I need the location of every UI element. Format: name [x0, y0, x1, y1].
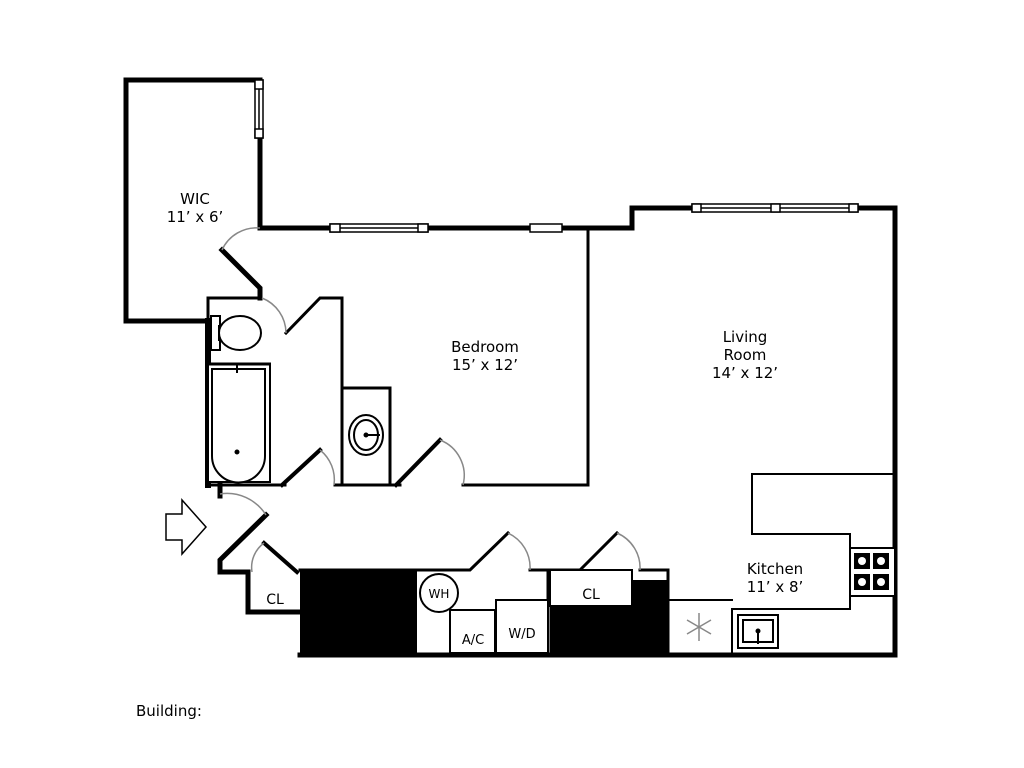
door-swings: [219, 227, 641, 573]
room-label-wic: WIC 11’ x 6’: [150, 190, 240, 226]
room-label-living-room: Living Room 14’ x 12’: [690, 328, 800, 382]
room-size: 14’ x 12’: [711, 364, 779, 382]
ac-label: A/C: [461, 633, 485, 648]
entry-arrow-icon: [165, 498, 208, 556]
room-name-line1: Living: [722, 328, 768, 346]
water-heater-icon: [419, 573, 459, 613]
room-name: Kitchen: [746, 560, 804, 578]
toilet-icon: [210, 315, 262, 351]
window-bedroom: [329, 223, 563, 233]
room-label-kitchen: Kitchen 11’ x 8’: [730, 560, 820, 596]
room-size: 15’ x 12’: [451, 356, 519, 374]
sink-icon: [737, 614, 779, 649]
room-label-bedroom: Bedroom 15’ x 12’: [430, 338, 540, 374]
bathtub-icon: [207, 362, 271, 484]
room-name-line2: Room: [723, 346, 767, 364]
refrigerator-snowflake-icon: [686, 613, 712, 641]
washer-dryer-unit: [495, 599, 549, 654]
water-heater-label: WH: [428, 587, 450, 601]
hall-solid-block: [300, 570, 417, 655]
room-size: 11’ x 8’: [746, 578, 804, 596]
window-wic: [254, 79, 264, 139]
closet-solid-block: [550, 606, 668, 655]
window-living-room: [691, 203, 859, 213]
room-size: 11’ x 6’: [166, 208, 224, 226]
room-name: Bedroom: [451, 338, 519, 356]
closet-label-1: CL: [266, 592, 284, 608]
washer-dryer-label: W/D: [508, 627, 536, 642]
wic-walls: [123, 77, 263, 324]
room-name: WIC: [180, 190, 210, 208]
closet-2-box: [549, 569, 633, 607]
vanity-sink-icon: [348, 414, 384, 456]
stove-icon: [849, 547, 896, 597]
building-label: Building:: [136, 702, 202, 720]
closet-label-2: CL: [582, 587, 600, 603]
